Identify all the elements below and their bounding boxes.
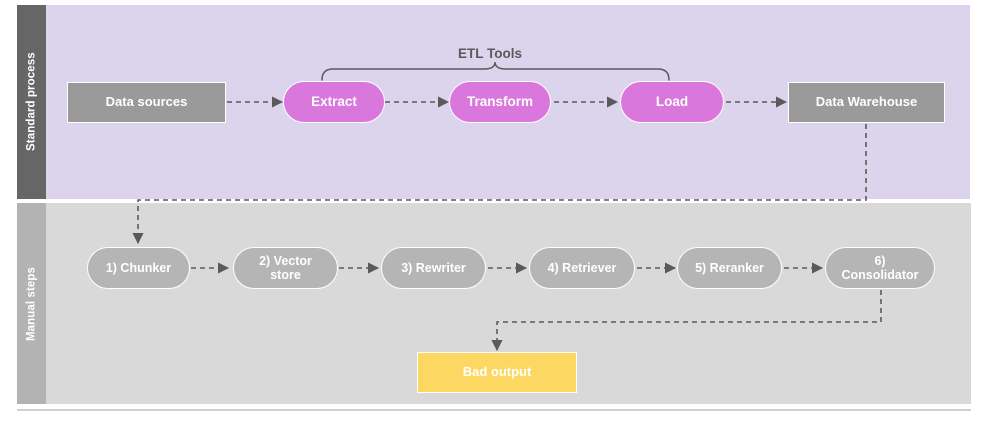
node-rewriter[interactable]: 3) Rewriter xyxy=(381,247,486,289)
node-extract[interactable]: Extract xyxy=(283,81,385,123)
etl-tools-label: ETL Tools xyxy=(458,46,522,61)
lane-label-standard-process: Standard process xyxy=(17,5,46,199)
footer-divider xyxy=(17,409,971,411)
node-reranker[interactable]: 5) Reranker xyxy=(677,247,782,289)
node-load[interactable]: Load xyxy=(620,81,724,123)
node-retriever[interactable]: 4) Retriever xyxy=(529,247,635,289)
lane-label-manual-steps: Manual steps xyxy=(17,203,46,404)
node-bad-output[interactable]: Bad output xyxy=(417,352,577,393)
node-transform[interactable]: Transform xyxy=(449,81,551,123)
node-data-warehouse[interactable]: Data Warehouse xyxy=(788,82,945,123)
node-data-sources[interactable]: Data sources xyxy=(67,82,226,123)
node-consolidator[interactable]: 6) Consolidator xyxy=(825,247,935,289)
node-chunker[interactable]: 1) Chunker xyxy=(87,247,190,289)
node-vector-store[interactable]: 2) Vector store xyxy=(233,247,338,289)
